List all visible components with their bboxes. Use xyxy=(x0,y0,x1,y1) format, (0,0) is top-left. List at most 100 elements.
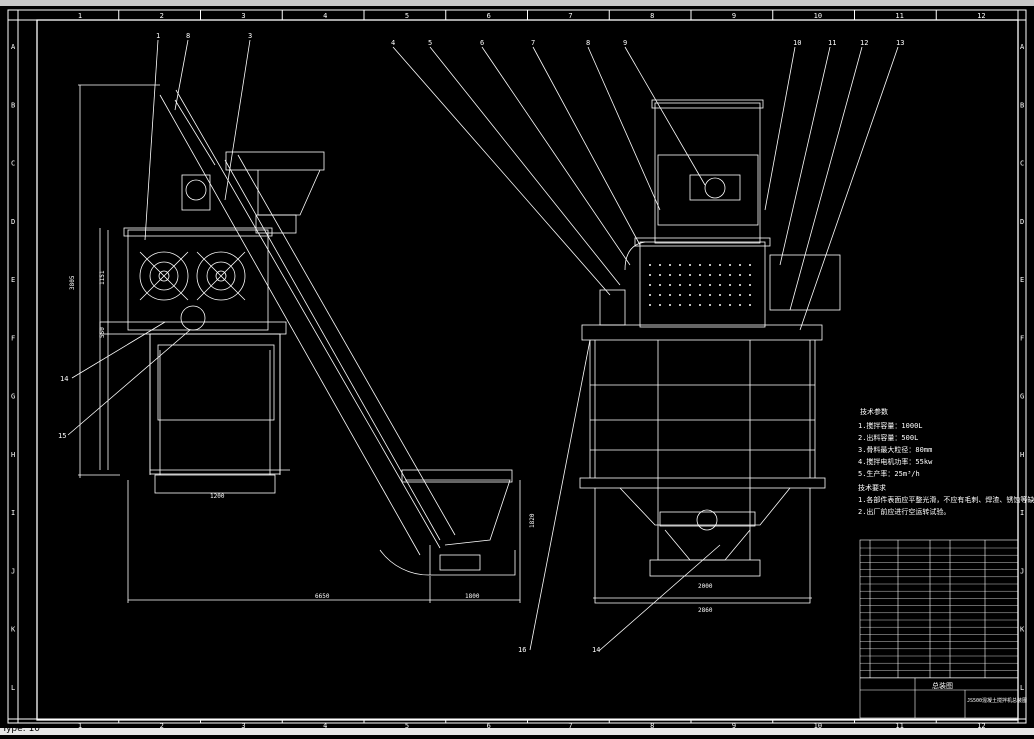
column-label-bottom: 9 xyxy=(732,722,736,730)
perforation-dot xyxy=(729,304,731,306)
dim-left-base: 1200 xyxy=(210,493,225,500)
column-label: 1 xyxy=(78,12,82,20)
row-label: G xyxy=(11,393,15,401)
perforation-dot xyxy=(739,294,741,296)
drawing-frame xyxy=(7,9,1027,724)
perforation-dot xyxy=(669,284,671,286)
row-label: B xyxy=(11,101,15,109)
row-label-right: C xyxy=(1020,160,1024,168)
perforation-dot xyxy=(729,284,731,286)
column-label: 8 xyxy=(650,12,654,20)
perforation-dot xyxy=(659,294,661,296)
callout-number: 4 xyxy=(391,39,395,47)
column-label-bottom: 4 xyxy=(323,722,327,730)
perforation-dot xyxy=(719,264,721,266)
column-label-bottom: 3 xyxy=(241,722,245,730)
callout-number: 8 xyxy=(586,39,590,47)
leader-lines xyxy=(67,39,899,651)
perforation-dot xyxy=(709,294,711,296)
row-label-right: B xyxy=(1020,101,1024,109)
column-label: 11 xyxy=(895,12,903,20)
perforation-dot xyxy=(689,284,691,286)
dim-hopper-height: 1820 xyxy=(529,513,536,528)
perforation-dot xyxy=(749,294,751,296)
perforation-dot xyxy=(709,274,711,276)
req-2: 2.出厂前应进行空运转试验。 xyxy=(858,507,950,516)
perforation-dot xyxy=(659,264,661,266)
perforation-dot xyxy=(709,264,711,266)
perforation-dot xyxy=(689,274,691,276)
row-label: E xyxy=(11,276,15,284)
column-label-bottom: 5 xyxy=(405,722,409,730)
perforation-dot xyxy=(729,294,731,296)
column-label: 3 xyxy=(241,12,245,20)
callout-number: 15 xyxy=(58,432,66,440)
row-label: D xyxy=(11,218,15,226)
perforation-dot xyxy=(649,274,651,276)
callout-number: 14 xyxy=(60,375,68,383)
callout-number: 13 xyxy=(896,39,904,47)
perforation-dot xyxy=(679,274,681,276)
row-label-right: F xyxy=(1020,334,1024,342)
callout-number: 3 xyxy=(248,32,252,40)
row-label: L xyxy=(11,684,15,692)
drawing-name: 总装图 xyxy=(932,681,953,690)
mixer-perforations xyxy=(649,264,751,306)
param-3: 3.骨料最大粒径：80mm xyxy=(858,445,932,454)
perforation-dot xyxy=(719,304,721,306)
callout-number: 7 xyxy=(531,39,535,47)
perforation-dot xyxy=(669,304,671,306)
dim-right-width: 2000 xyxy=(698,583,713,590)
top-toolbar-strip[interactable] xyxy=(0,0,1034,6)
column-label-bottom: 7 xyxy=(568,722,572,730)
company-name: JS500混凝土搅拌机总装图 xyxy=(967,697,1027,704)
column-label-bottom: 6 xyxy=(487,722,491,730)
row-label: I xyxy=(11,509,15,517)
technical-notes: 技术参数 1.搅拌容量：1000L 2.出料容量：500L 3.骨料最大粒径：8… xyxy=(858,407,1034,516)
column-label: 2 xyxy=(160,12,164,20)
perforation-dot xyxy=(669,264,671,266)
params-title: 技术参数 xyxy=(860,407,888,416)
req-1: 1.各部件表面应平整光滑，不应有毛刺、焊渣、锈蚀等缺陷， xyxy=(858,495,1034,504)
perforation-dot xyxy=(679,304,681,306)
perforation-dot xyxy=(719,274,721,276)
row-label-right: J xyxy=(1020,567,1024,575)
perforation-dot xyxy=(749,304,751,306)
callout-number: 5 xyxy=(428,39,432,47)
perforation-dot xyxy=(699,304,701,306)
perforation-dot xyxy=(729,264,731,266)
row-label: K xyxy=(11,626,16,634)
column-label: 9 xyxy=(732,12,736,20)
perforation-dot xyxy=(679,284,681,286)
column-label-bottom: 1 xyxy=(78,722,82,730)
perforation-dot xyxy=(649,284,651,286)
parts-table-rows xyxy=(860,547,1018,678)
param-4: 4.搅拌电机功率：55kw xyxy=(858,457,933,466)
perforation-dot xyxy=(659,274,661,276)
command-line[interactable]: Type: 10 xyxy=(0,724,1034,735)
perforation-dot xyxy=(699,294,701,296)
perforation-dot xyxy=(679,264,681,266)
callout-number: 10 xyxy=(793,39,801,47)
dim-hopper-width: 1800 xyxy=(465,593,480,600)
perforation-dot xyxy=(659,304,661,306)
perforation-dot xyxy=(739,264,741,266)
column-label: 6 xyxy=(487,12,491,20)
perforation-dot xyxy=(689,304,691,306)
perforation-dot xyxy=(709,284,711,286)
callout-number: 14 xyxy=(592,646,600,654)
column-label-bottom: 12 xyxy=(977,722,985,730)
callout-number: 1 xyxy=(156,32,160,40)
callout-number: 12 xyxy=(860,39,868,47)
param-2: 2.出料容量：500L xyxy=(858,433,918,442)
column-label-bottom: 8 xyxy=(650,722,654,730)
perforation-dot xyxy=(659,284,661,286)
dim-left-height: 3805 xyxy=(69,275,76,290)
callout-number: 8 xyxy=(186,32,190,40)
title-block: 总装图 JS500混凝土搅拌机总装图 xyxy=(932,681,1027,704)
row-label-right: D xyxy=(1020,218,1024,226)
req-title: 技术要求 xyxy=(858,483,886,492)
callout-number: 6 xyxy=(480,39,484,47)
